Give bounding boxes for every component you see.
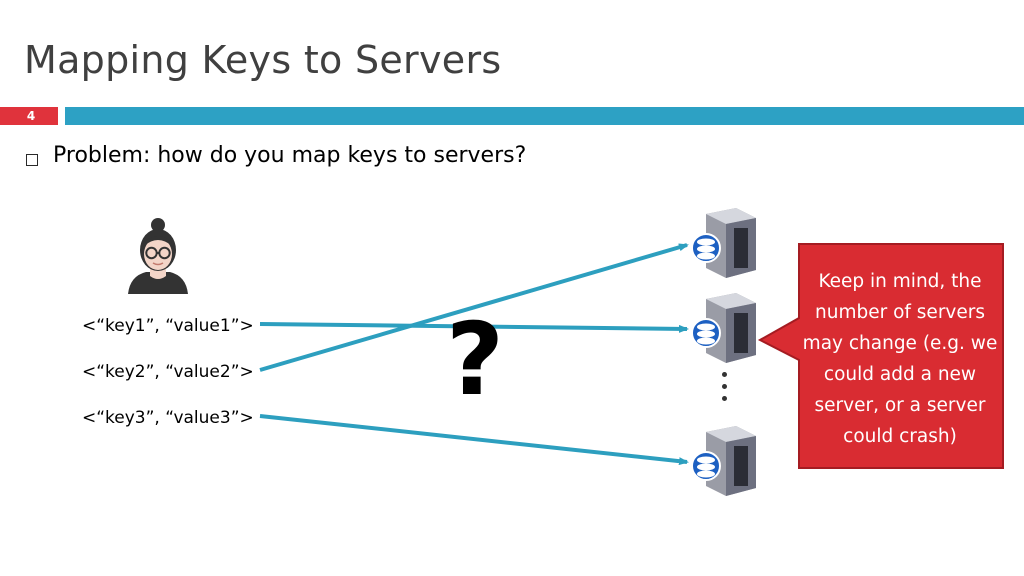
slide-number: 4	[0, 107, 58, 125]
arrow-key2-to-server1	[259, 243, 689, 372]
database-server-icon	[691, 208, 756, 278]
key-value-pair-2: <“key2”, “value2”>	[82, 362, 254, 382]
key-value-pair-3: <“key3”, “value3”>	[82, 408, 254, 428]
bullet-problem-text: Problem: how do you map keys to servers?	[53, 143, 527, 168]
bullet-square-icon	[26, 154, 38, 166]
vertical-ellipsis-icon	[720, 372, 728, 408]
question-mark: ?	[446, 301, 505, 418]
arrow-key1-to-server2	[259, 322, 689, 333]
slide-title: Mapping Keys to Servers	[24, 38, 502, 82]
title-accent-bar	[65, 107, 1024, 125]
database-server-icon	[691, 293, 756, 363]
key-value-pair-1: <“key1”, “value1”>	[82, 316, 254, 336]
arrow-key3-to-server3	[259, 414, 689, 466]
database-server-icon	[691, 426, 756, 496]
person-with-glasses-icon	[128, 218, 188, 294]
callout-text: Keep in mind, the number of servers may …	[802, 271, 998, 447]
callout-box	[757, 243, 1004, 469]
